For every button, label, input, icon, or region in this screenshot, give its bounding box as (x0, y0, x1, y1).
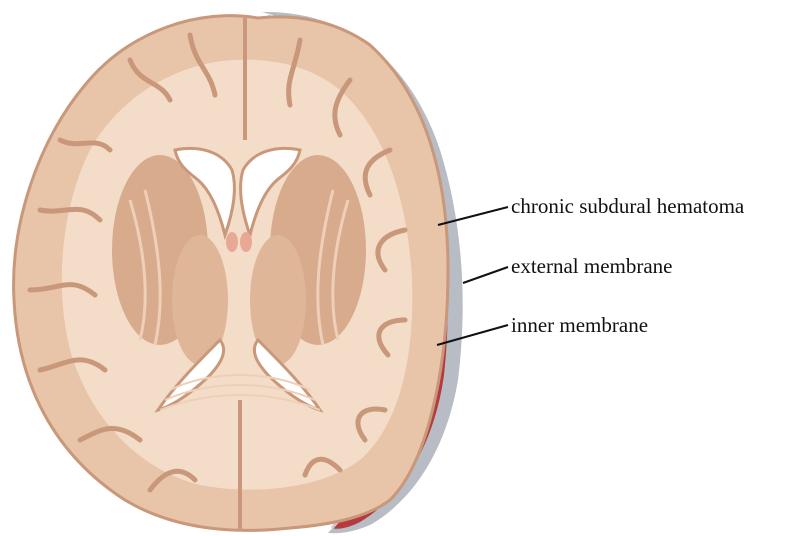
choroid-plexus-left (226, 232, 238, 252)
leader-external (463, 267, 508, 283)
label-external-membrane: external membrane (511, 254, 673, 278)
label-inner-membrane: inner membrane (511, 313, 648, 337)
choroid-plexus-right (240, 232, 252, 252)
label-chronic-subdural-hematoma: chronic subdural hematoma (511, 194, 745, 218)
brain (14, 16, 448, 534)
